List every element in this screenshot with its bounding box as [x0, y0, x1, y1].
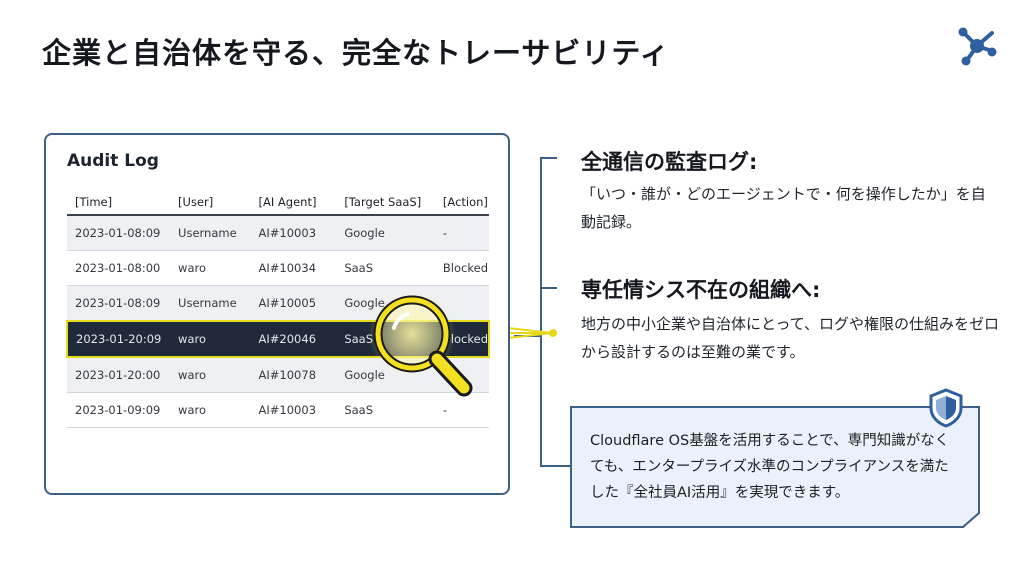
cell-user: Username	[170, 215, 251, 251]
audit-log-table: [Time] [User] [AI Agent] [Target SaaS] […	[65, 189, 491, 428]
cell-action: Blocked	[434, 320, 491, 358]
point-heading-audit-log: 全通信の監査ログ:	[581, 150, 758, 174]
cell-user: waro	[170, 320, 251, 358]
table-row: 2023-01-08:09 Username AI#10003 Google -	[67, 215, 489, 251]
point-text-audit-log: 「いつ・誰が・どのエージェントで・何を操作したか」を自動記録。	[581, 185, 986, 231]
cell-target-saas: Google	[336, 215, 435, 251]
cell-time: 2023-01-20:09	[65, 320, 171, 358]
cloudflare-note-text: Cloudflare OS基盤を活用することで、専門知識がなくても、エンタープラ…	[590, 433, 950, 501]
cloudflare-note-box: Cloudflare OS基盤を活用することで、専門知識がなくても、エンタープラ…	[570, 406, 980, 528]
table-row: 2023-01-20:00 waro AI#10078 Google	[67, 357, 489, 393]
audit-log-title: Audit Log	[67, 151, 159, 171]
column-header-target-saas: [Target SaaS]	[336, 189, 435, 216]
cell-time: 2023-01-20:00	[67, 357, 171, 393]
column-header-time: [Time]	[67, 189, 171, 216]
cell-user: waro	[170, 392, 251, 428]
cell-target-saas: SaaS	[336, 320, 435, 358]
cell-target-saas: SaaS	[336, 250, 435, 286]
column-header-action: [Action]	[434, 189, 489, 216]
table-row: 2023-01-09:09 waro AI#10003 SaaS -	[67, 392, 489, 428]
cell-ai-agent: AI#10034	[250, 250, 337, 286]
point-text-no-it-staff: 地方の中小企業や自治体にとって、ログや権限の仕組みをゼロから設計するのは至難の業…	[581, 315, 1000, 361]
cell-action: -	[434, 215, 489, 251]
cell-ai-agent: AI#10005	[250, 285, 337, 322]
cell-action	[434, 357, 489, 393]
cell-time: 2023-01-09:09	[67, 392, 171, 428]
cell-time: 2023-01-08:09	[67, 285, 171, 322]
table-row: 2023-01-08:00 waro AI#10034 SaaS Blocked	[67, 250, 489, 286]
cell-user: waro	[170, 250, 251, 286]
cell-ai-agent: AI#10078	[250, 357, 337, 393]
cell-target-saas: SaaS	[336, 392, 435, 428]
point-heading-no-it-staff: 専任情シス不在の組織へ:	[581, 278, 821, 302]
cell-target-saas: Google	[336, 357, 435, 393]
cell-ai-agent: AI#10003	[250, 392, 337, 428]
cell-user: Username	[170, 285, 251, 322]
cell-time: 2023-01-08:09	[67, 215, 171, 251]
network-hub-icon	[958, 27, 997, 66]
cell-target-saas: Google	[336, 285, 435, 322]
cell-ai-agent: AI#20046	[250, 320, 337, 358]
column-header-user: [User]	[170, 189, 251, 216]
table-row-highlighted: 2023-01-20:09 waro AI#20046 SaaS Blocked	[65, 320, 491, 358]
cell-action: -	[434, 392, 489, 428]
table-header-row: [Time] [User] [AI Agent] [Target SaaS] […	[67, 189, 489, 216]
cell-action: Blocked	[434, 250, 489, 286]
cell-user: waro	[170, 357, 251, 393]
column-header-ai-agent: [AI Agent]	[250, 189, 337, 216]
audit-log-card: Audit Log [Time] [User] [AI Agent] [Targ…	[44, 133, 510, 495]
cell-action	[434, 285, 489, 322]
cell-time: 2023-01-08:00	[67, 250, 171, 286]
shield-icon	[929, 388, 963, 428]
table-row: 2023-01-08:09 Username AI#10005 Google	[67, 285, 489, 322]
cell-ai-agent: AI#10003	[250, 215, 337, 251]
page-title: 企業と自治体を守る、完全なトレーサビリティ	[42, 36, 670, 70]
